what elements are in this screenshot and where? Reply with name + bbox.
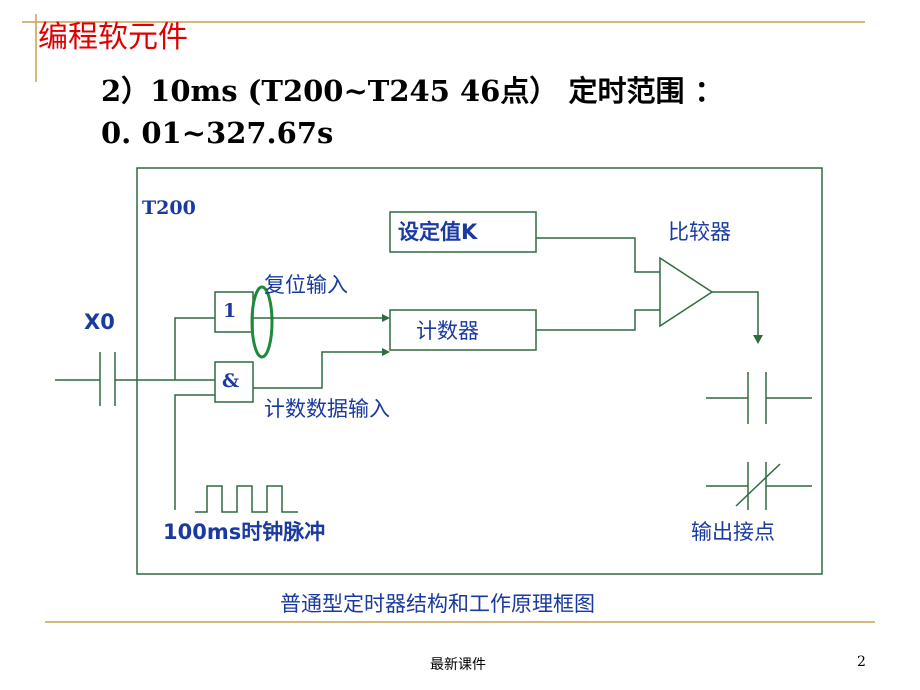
header-line-1: 2）10ms (T200~T245 46点） 定时范围 ： <box>101 74 724 108</box>
clock-wire <box>174 394 215 510</box>
timer-label: T200 <box>142 197 196 219</box>
header-line-2: 0. 01~327.67s <box>101 116 334 150</box>
count-input-label: 计数数据输入 <box>264 397 390 421</box>
and-gate-symbol: & <box>222 370 240 392</box>
output-nc-slash <box>735 463 781 507</box>
comparator-label: 比较器 <box>668 220 731 244</box>
timer-frame <box>136 167 823 575</box>
comparator-output-wire <box>712 291 759 336</box>
or-gate-symbol: 1 <box>223 300 237 322</box>
count-arrowhead <box>382 348 390 356</box>
setpoint-label: 设定值K <box>398 220 478 244</box>
footer-text: 最新课件 <box>430 657 486 673</box>
or-gate-input-wire <box>174 317 215 380</box>
counter-to-comparator-wire <box>536 309 660 331</box>
reset-input-ellipse <box>250 285 274 359</box>
setpoint-box <box>389 211 537 253</box>
comparator-output-arrowhead <box>753 335 763 344</box>
comparator-triangle <box>659 256 714 328</box>
slide-title: 编程软元件 <box>38 20 188 55</box>
count-wire <box>253 351 383 389</box>
setpoint-to-comparator-wire <box>536 237 660 273</box>
diagram-caption: 普通型定时器结构和工作原理框图 <box>280 592 595 616</box>
output-contacts-label: 输出接点 <box>691 520 775 544</box>
clock-pulse-waveform <box>195 485 298 513</box>
x0-label: X0 <box>84 310 115 334</box>
reset-arrowhead <box>382 314 390 322</box>
counter-label: 计数器 <box>416 319 479 343</box>
clock-pulse-label: 100ms时钟脉冲 <box>163 520 326 544</box>
page-number: 2 <box>857 654 866 670</box>
and-gate-box <box>214 361 254 403</box>
reset-input-label: 复位输入 <box>264 273 348 297</box>
